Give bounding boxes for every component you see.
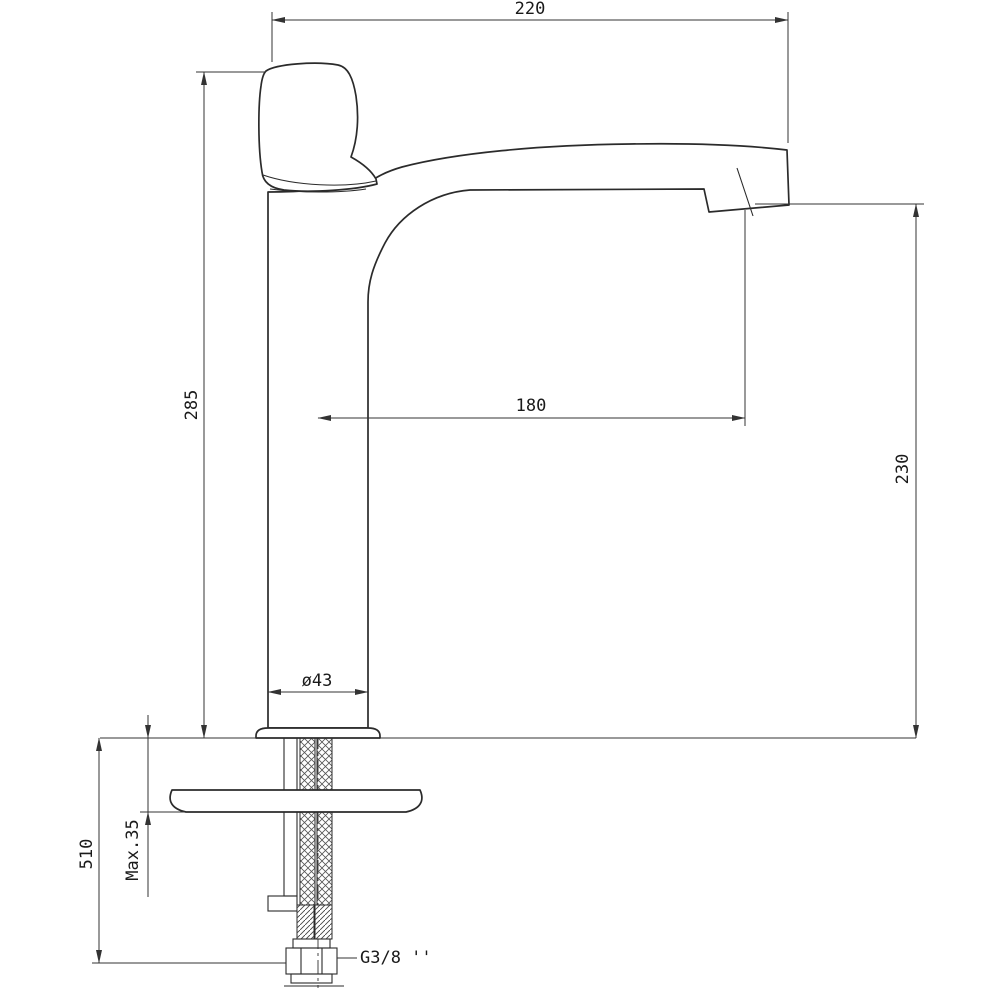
hose-connector-right-hatch [315,905,332,939]
dim-spout-reach-label: 180 [516,396,547,416]
dim-spout-reach: 180 [317,210,746,426]
hose-connector-left-hatch [297,905,314,939]
thread-callout-label: G3/8 '' [360,948,432,968]
dim-spout-height: 230 [755,203,924,739]
dim-max-deck-thickness: Max.35 [123,715,184,897]
threaded-rod [283,737,298,897]
thread-callout: G3/8 '' [337,948,432,968]
handle-collar-line [269,188,367,193]
label-halo [295,670,339,688]
dim-overall-height-label: 285 [182,390,202,421]
body-and-spout [267,142,790,729]
dim-base-diameter: ø43 [267,670,369,695]
dim-top-width: 220 [271,0,789,143]
dim-spout-height-label: 230 [893,454,913,485]
rod-foot-bracket [267,895,298,912]
dim-max-deck-thickness-label: Max.35 [123,819,143,880]
connection-nut [284,938,344,987]
lever-handle [258,62,378,193]
base-flange [255,727,381,739]
dim-base-diameter-label: ø43 [302,671,333,691]
dim-hose-length: 510 [77,737,286,964]
handle-joint-line [262,174,377,186]
dim-hose-length-label: 510 [77,839,97,870]
dim-overall-height: 285 [182,71,266,739]
aerator-tick-line [736,167,754,217]
dim-top-width-label: 220 [515,0,546,19]
under-counter-hardware [169,737,423,987]
mounting-clamp-plate [169,789,423,813]
faucet-outline [255,62,790,739]
